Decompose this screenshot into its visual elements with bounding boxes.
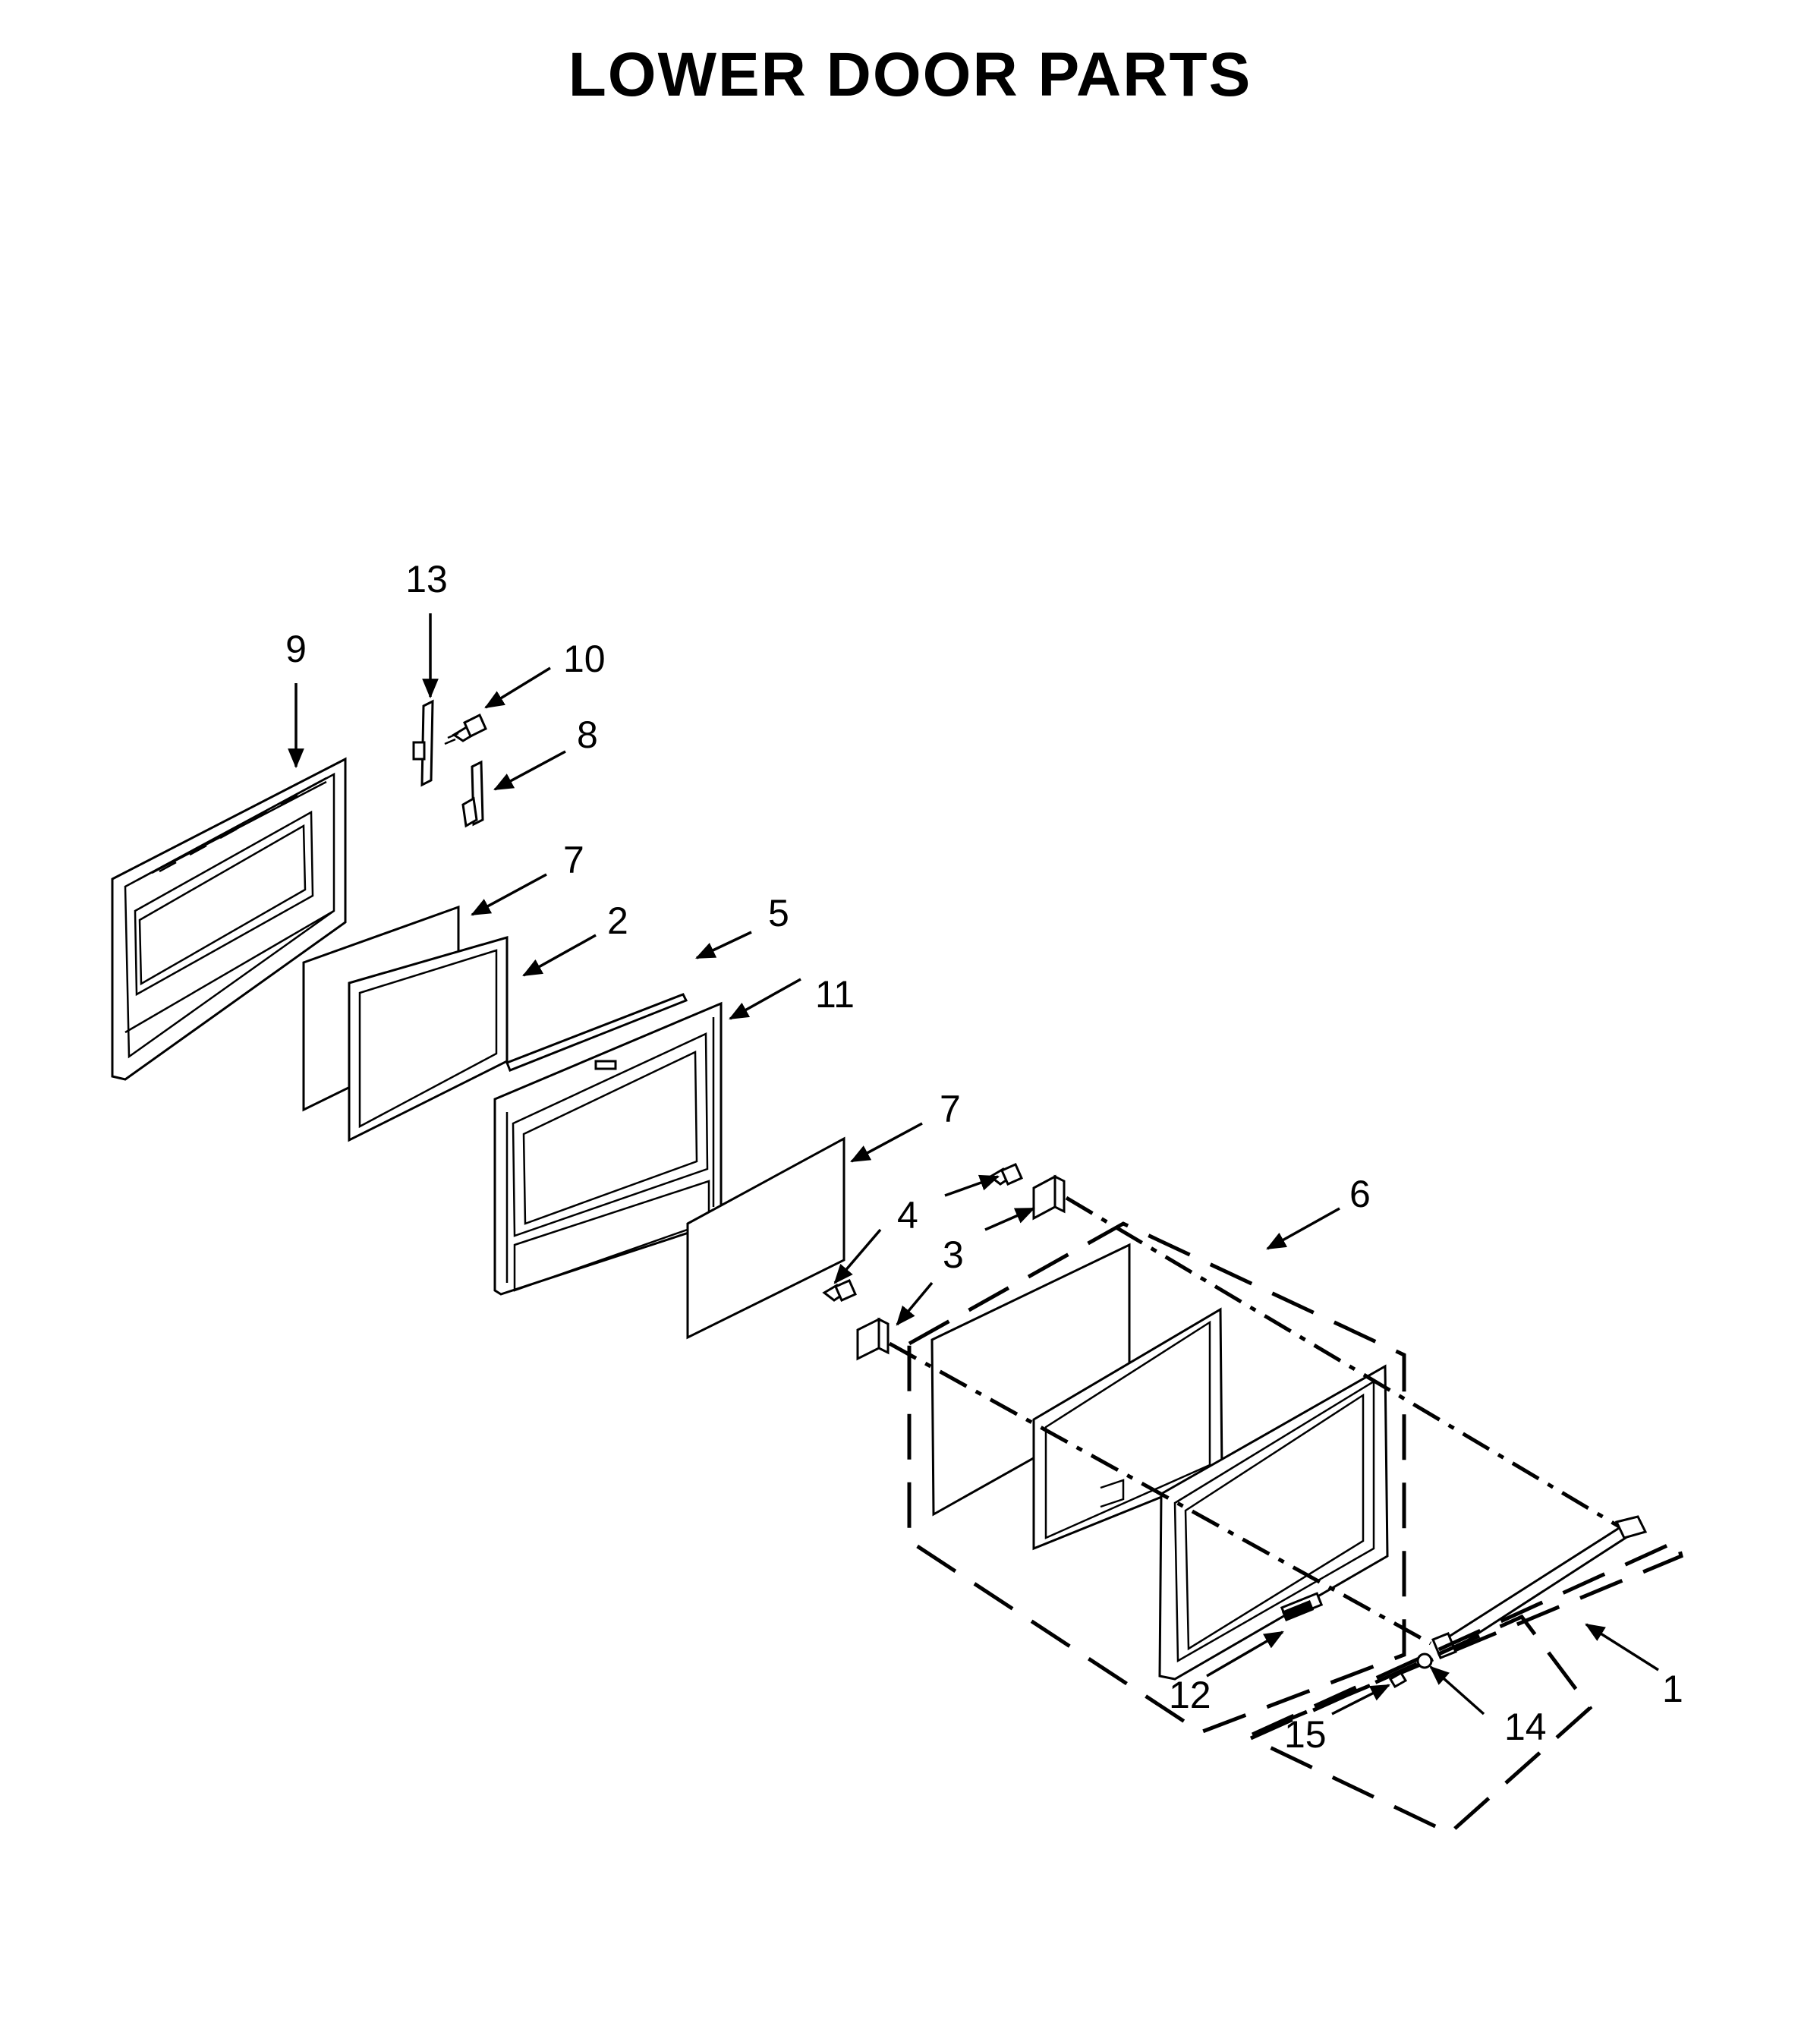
part-6-outer-door-assembly: [907, 1221, 1406, 1734]
part-4-screws: [822, 1163, 1023, 1302]
part-2-glass-frame: [348, 936, 509, 1142]
part-13-bracket: [412, 699, 434, 787]
part-7-glass-lower: [686, 1136, 845, 1340]
callout-1: 1: [1662, 1668, 1683, 1710]
callout-2: 2: [607, 900, 628, 942]
callout-13: 13: [405, 558, 448, 600]
part-5-trim-strip: [505, 993, 688, 1072]
part-9-inner-door-panel: [111, 757, 347, 1081]
part-8-hinge: [461, 760, 484, 828]
part-12-insert: [1281, 1600, 1315, 1621]
part-10-screw: [444, 713, 487, 745]
part-11-door-liner: [493, 1001, 723, 1296]
callout-10: 10: [563, 638, 606, 680]
callout-labels: 13 9 10 8 7 2 5 11 7 6 4 3 12 1 14 15: [285, 558, 1683, 1756]
callout-15: 15: [1284, 1713, 1327, 1756]
callout-12: 12: [1169, 1674, 1211, 1716]
part-1-handle: [1251, 1515, 1683, 1737]
callout-11: 11: [815, 973, 855, 1016]
callout-8: 8: [577, 714, 598, 756]
callout-14: 14: [1504, 1706, 1547, 1748]
callout-7-upper: 7: [563, 839, 584, 881]
part-3-hinge-blocks: [856, 1174, 1066, 1361]
part-14-15-fasteners: [1246, 1614, 1593, 1835]
alignment-lines: [888, 1196, 1626, 1646]
callout-6: 6: [1349, 1173, 1371, 1215]
page-title: LOWER DOOR PARTS: [568, 40, 1252, 109]
leader-lines: [288, 613, 1659, 1716]
callout-5: 5: [768, 892, 789, 934]
callout-7-lower: 7: [940, 1088, 961, 1130]
callout-3: 3: [943, 1233, 964, 1276]
callout-4: 4: [897, 1194, 918, 1237]
callout-9: 9: [285, 628, 307, 670]
